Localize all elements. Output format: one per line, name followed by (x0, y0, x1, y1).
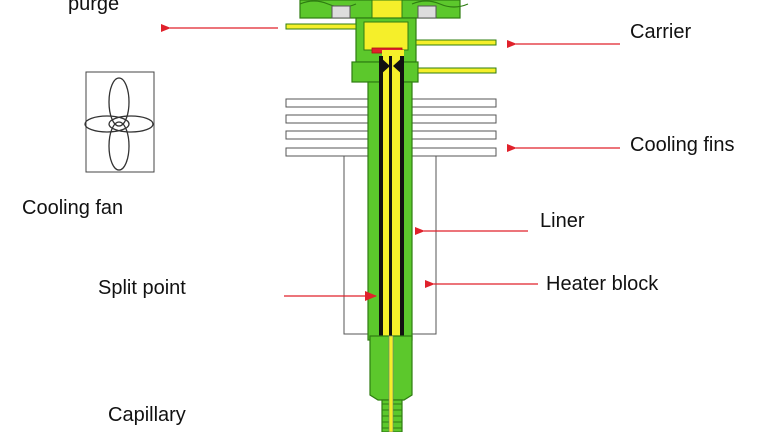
carrier-label: Carrier (630, 21, 692, 43)
cooling-fins-left (285, 98, 369, 157)
cooling-fins-right (411, 98, 497, 157)
cooling-fan-label: Cooling fan (22, 197, 124, 219)
top-fitting (299, 0, 469, 19)
gas-lines (285, 23, 497, 74)
purge-label: purge (68, 0, 120, 15)
capillary-label: Capillary (108, 404, 186, 426)
cooling-fan-icon (84, 71, 155, 173)
split-point-label: Split point (98, 277, 186, 299)
heater-block-label: Heater block (546, 273, 659, 295)
lower-nut (369, 335, 413, 432)
liner-label: Liner (540, 210, 585, 232)
cooling-fins-label: Cooling fins (630, 134, 735, 156)
arrows (161, 24, 620, 301)
